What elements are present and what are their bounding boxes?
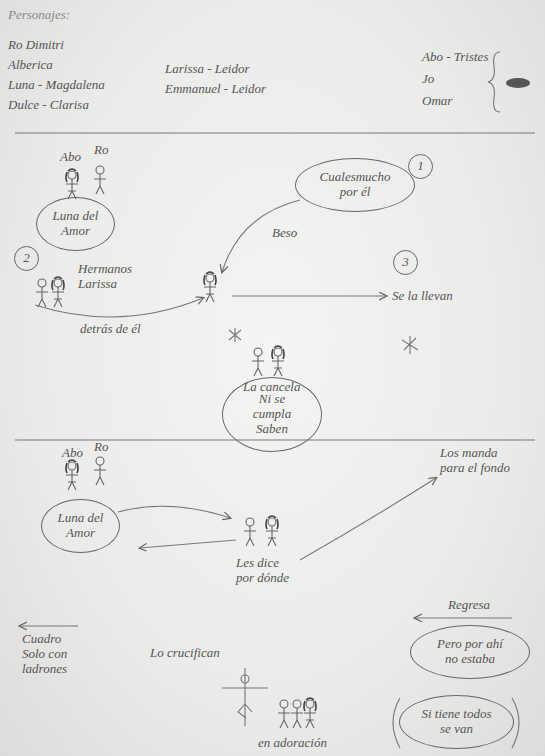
callout-number: 2 <box>23 251 30 266</box>
note-text: Si tiene todos se van <box>419 707 495 737</box>
note-oval: Luna del Amor <box>41 499 120 553</box>
callout-circle: 2 <box>14 246 39 271</box>
handwritten-note: Cuadro Solo con ladrones <box>22 632 72 677</box>
handwritten-note: Les dice por dónde <box>236 556 294 586</box>
note-text: Cualesmucho por él <box>315 170 395 200</box>
note-text: Luna del Amor <box>52 209 100 239</box>
note-oval: Luna del Amor <box>36 197 115 251</box>
note-oval: Cualesmucho por él <box>295 158 415 212</box>
handwritten-note: Lo crucifican <box>150 646 220 661</box>
note-oval: Si tiene todos se van <box>399 695 514 749</box>
handwritten-note: Omar <box>422 94 452 109</box>
handwritten-note: Los manda para el fondo <box>440 446 520 476</box>
handwritten-note: Emmanuel - Leidor <box>165 82 266 97</box>
handwritten-note: Se la llevan <box>392 289 453 304</box>
callout-circle: 1 <box>408 154 433 179</box>
handwritten-note: Abo - Tristes <box>422 50 488 65</box>
handwritten-note: Hermanos Larissa <box>78 262 136 292</box>
handwritten-note: Abo <box>62 446 83 461</box>
callout-circle: 3 <box>393 250 418 275</box>
callout-number: 1 <box>417 159 424 174</box>
callout-number: 3 <box>402 255 409 270</box>
handwritten-note: Abo <box>60 150 81 165</box>
handwritten-note: Jo <box>422 72 434 87</box>
handwritten-note: detrás de él <box>80 322 141 337</box>
handwritten-note: Regresa <box>448 598 490 613</box>
handwritten-note: en adoración <box>258 736 327 751</box>
handwritten-note: Personajes: <box>8 8 70 23</box>
handwritten-note: Dulce - Clarisa <box>8 98 89 113</box>
handwritten-note: Beso <box>272 226 297 241</box>
handwritten-note: Ro <box>94 143 108 158</box>
handwritten-note: Luna - Magdalena <box>8 78 105 93</box>
handwritten-note: Ro Dimitri <box>8 38 64 53</box>
note-oval: Pero por ahí no estaba <box>410 625 530 679</box>
handwritten-note: Larissa - Leidor <box>165 62 250 77</box>
note-text: Pero por ahí no estaba <box>430 637 510 667</box>
handwritten-note: Alberica <box>8 58 53 73</box>
note-text: Ni se cumpla Saben <box>240 392 304 437</box>
handwritten-note: La cancela <box>243 380 300 395</box>
handwritten-note: Ro <box>94 440 108 455</box>
note-text: Luna del Amor <box>57 511 105 541</box>
